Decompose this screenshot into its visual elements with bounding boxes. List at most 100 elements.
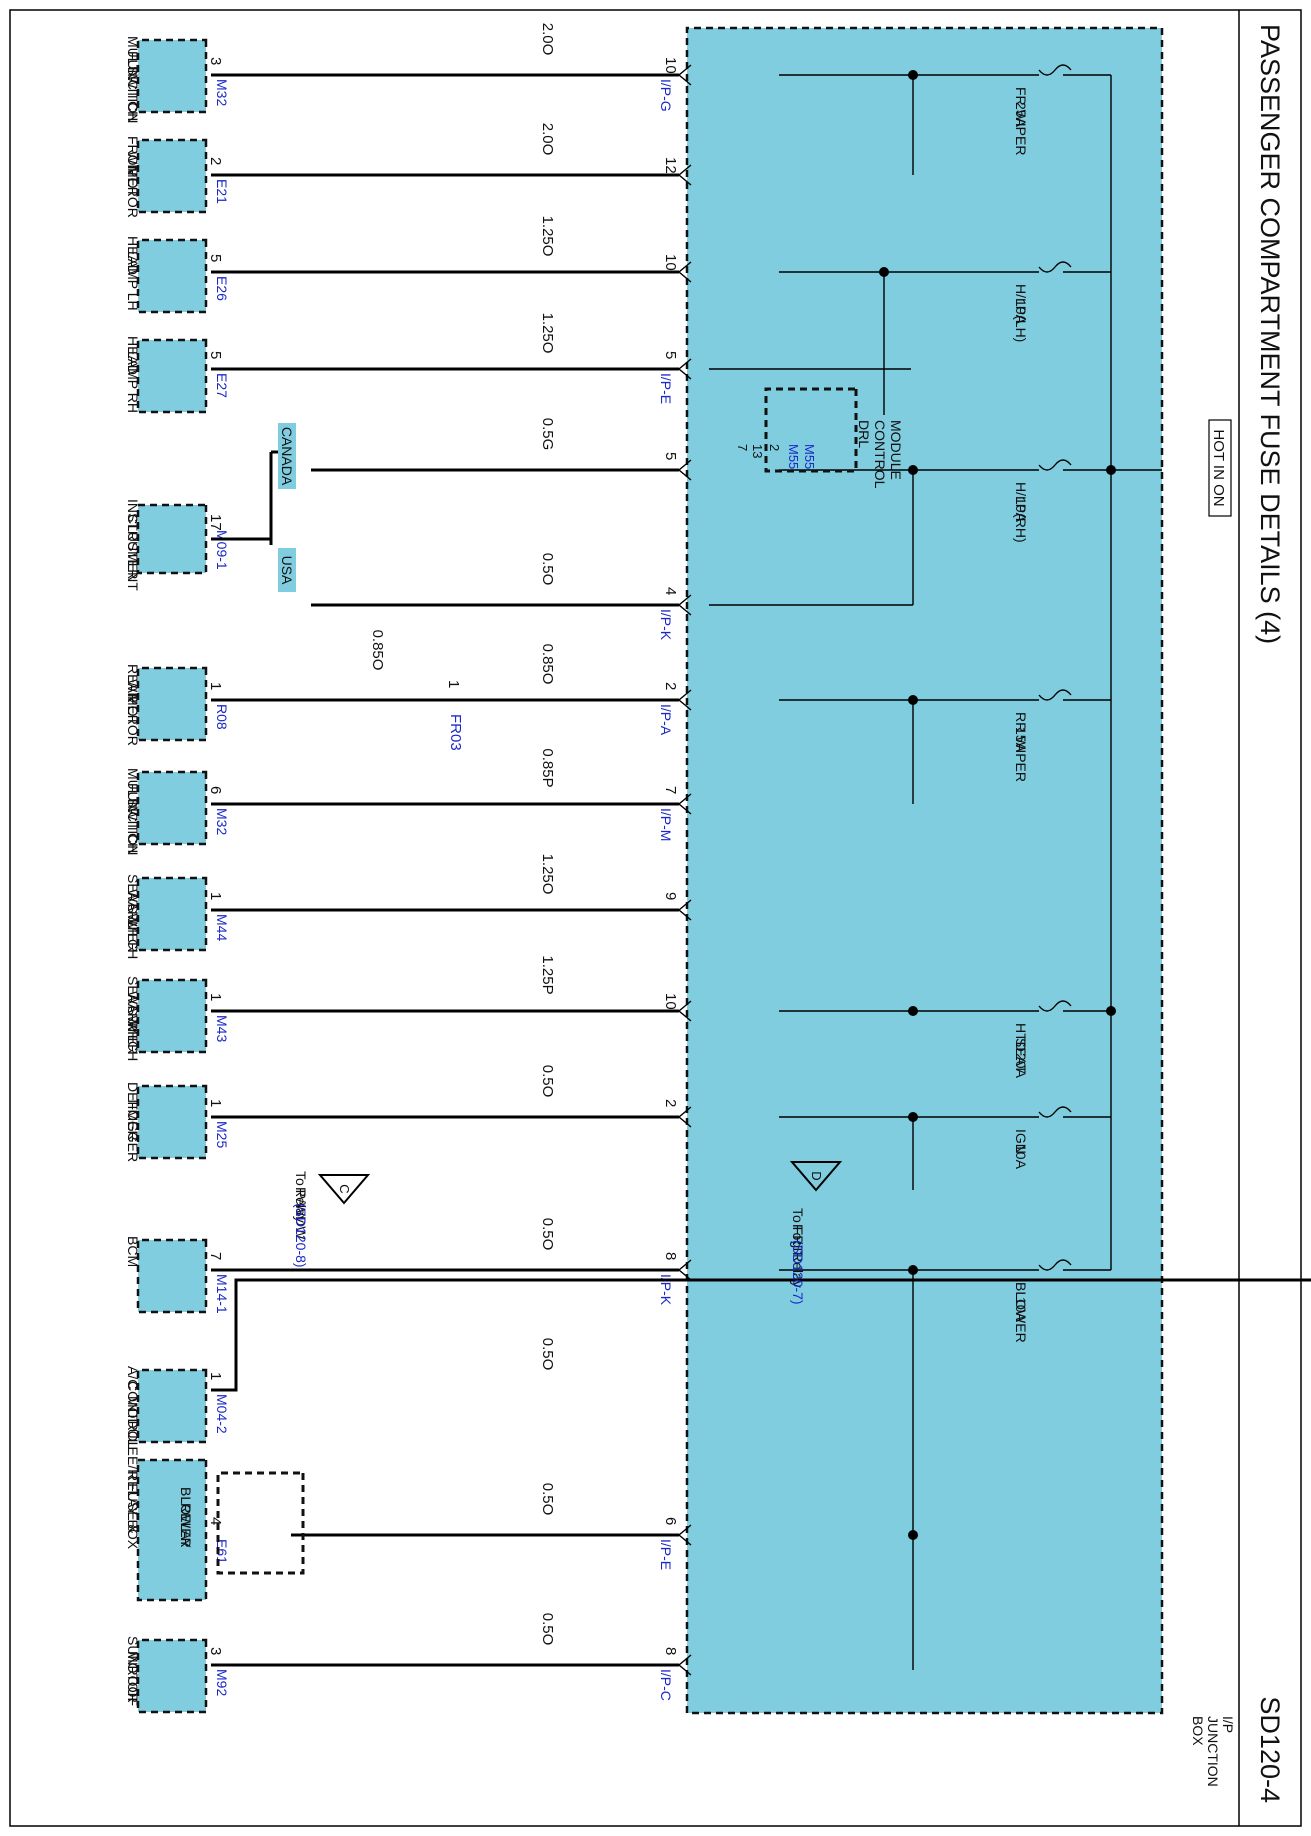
jb-pin-blower-relay: 6 (662, 1517, 679, 1525)
component-connector-front-wiper-motor: E21 (214, 179, 230, 204)
component-label-head-lamp-rh-1: HEAD (125, 336, 141, 375)
fuse-blower-label-1: BLOWER (1013, 1282, 1029, 1343)
junction-dots (879, 70, 1116, 1540)
component-box-sunroof-motor (136, 1638, 208, 1714)
jb-terminal-rear-wiper-motor (677, 689, 692, 711)
jb-terminal-seat-warmer-lh (677, 899, 692, 921)
component-label-blower-relay-1: E/R FUSE & (125, 1456, 141, 1534)
component-label-instrument-cluster-2: CLUSTER (125, 514, 141, 579)
component-label-head-lamp-lh-1: HEAD (125, 236, 141, 275)
outer-border (9, 9, 1302, 1827)
component-box-instrument-cluster (136, 503, 208, 575)
jb-connector-usa: I/P-K (658, 609, 674, 641)
component-label-rear-wiper-motor-3: MOTOR (125, 694, 141, 746)
component-label-multi-function-switch-2-2: FUNCTION (125, 783, 141, 855)
component-label-blower-relay-2: RELAY BOX (125, 1471, 141, 1550)
wire-spec-multi-function-switch-1: 2.0O (539, 23, 556, 56)
wire-spec-head-lamp-rh: 1.25O (539, 313, 556, 354)
component-pin-rear-wiper-motor: 1 (207, 682, 224, 690)
hot-label: HOT IN ON (1210, 429, 1227, 506)
component-connector-head-lamp-rh: E27 (214, 373, 230, 398)
component-box-blower-relay (136, 1458, 208, 1602)
ref-c-line-1: To P/WDW (293, 1171, 309, 1240)
component-box-multi-function-switch-1 (136, 38, 208, 114)
component-connector-seat-warmer-lh: M44 (214, 914, 230, 941)
fuse-fr-wiper-label-1: FR WIPER (1013, 87, 1029, 155)
wire-spec-head-lamp-lh: 1.25O (539, 216, 556, 257)
component-pin-blower-relay: 4 (207, 1517, 224, 1525)
canada-tag (278, 423, 296, 489)
jb-terminal-multi-function-switch-2 (677, 793, 692, 815)
ref-d-line-1: To FRT (790, 1208, 806, 1254)
junction-box (685, 26, 1164, 1715)
ref-c-letter: C (337, 1184, 352, 1193)
component-label-seat-warmer-rh-2: WARMER (125, 991, 141, 1054)
component-connector-multi-function-switch-1: M32 (214, 79, 230, 106)
jb-terminal-defogger-timer (677, 1106, 692, 1128)
jb-pin-multi-function-switch-1: 10 (662, 57, 679, 74)
drl-label-2: CONTROL (872, 420, 888, 489)
fuse-hlp-lh-label-2: 10A (1013, 299, 1029, 325)
ref-c-line-2: Relay (293, 1187, 309, 1223)
jb-connector-multi-function-switch-1: I/P-G (658, 79, 674, 112)
fuse-wiring (709, 74, 1162, 1670)
component-box-front-wiper-motor (136, 138, 208, 214)
component-label-multi-function-switch-1-2: FUNCTION (125, 51, 141, 123)
jb-terminal-head-lamp-rh (677, 358, 692, 380)
component-label-seat-warmer-lh-4: LH (125, 919, 141, 937)
wire-spec-sunroof-motor: 0.5O (539, 1613, 556, 1646)
jb-connector-sunroof-motor: I/P-C (658, 1669, 674, 1701)
fr03-connector: FR03 (447, 714, 464, 751)
junction-label-3: BOX (1190, 1716, 1206, 1746)
junction-label-1: I/P (1220, 1716, 1236, 1733)
component-label-head-lamp-lh-2: LAMP LH (125, 251, 141, 311)
blower-relay-inner-1: BLOWER (178, 1487, 194, 1548)
component-label-multi-function-switch-1-1: MULTI- (125, 36, 141, 82)
ref-c-triangle (317, 1174, 371, 1205)
jb-terminal-bcm (677, 1259, 692, 1281)
drl-pin-b: 13 (750, 444, 765, 458)
component-pin-multi-function-switch-1: 3 (207, 57, 224, 65)
fuse-hlp-rh-label-1: H/LP(RH) (1013, 482, 1029, 543)
component-connector-blower-relay: E61 (214, 1539, 230, 1564)
jb-connector-bcm: I/P-K (658, 1274, 674, 1306)
jb-terminal-blower-relay (677, 1524, 692, 1546)
jb-terminal-usa (677, 594, 692, 616)
component-pin-ac-control-module: 1 (207, 1372, 224, 1380)
canada-usa-split (269, 450, 279, 545)
usa-tag (278, 548, 296, 592)
component-pin-seat-warmer-lh: 1 (207, 892, 224, 900)
drl-label-1: DRL (856, 420, 872, 448)
component-connector-multi-function-switch-2: M32 (214, 808, 230, 835)
junction-label-2: JUNCTION (1205, 1716, 1221, 1787)
wire-spec-seat-warmer-rh: 1.25P (539, 955, 556, 994)
jb-pin-multi-function-switch-2: 7 (662, 786, 679, 794)
jb-connector-multi-function-switch-2: I/P-M (658, 808, 674, 841)
component-pin-instrument-cluster: 17 (207, 514, 224, 531)
component-box-head-lamp-lh (136, 238, 208, 314)
fuse-symbols (1038, 64, 1072, 1271)
wire-spec-rear-wiper-motor: 0.85O (539, 644, 556, 685)
fuse-htd-seat-label-2: SEAT (1013, 1038, 1029, 1074)
component-connector-sunroof-motor: M92 (214, 1669, 230, 1696)
component-label-seat-warmer-lh-3: SWITCH (125, 904, 141, 959)
wire-spec-seat-warmer-lh: 1.25O (539, 854, 556, 895)
jb-terminal-multi-function-switch-1 (677, 64, 692, 86)
jb-terminal-canada (677, 459, 692, 481)
component-label-multi-function-switch-2-3: SWITCH (125, 798, 141, 853)
component-label-front-wiper-motor-1: FRONT (125, 136, 141, 185)
ref-d-triangle (789, 1161, 843, 1192)
component-connector-head-lamp-lh: E26 (214, 276, 230, 301)
fuse-rr-wiper-label-2: 15A (1013, 727, 1029, 753)
component-pin-multi-function-switch-2: 6 (207, 786, 224, 794)
jb-terminal-seat-warmer-rh (677, 1000, 692, 1022)
component-label-ac-control-module-3: MODULE (125, 1396, 141, 1456)
ref-d-letter: D (809, 1171, 824, 1180)
